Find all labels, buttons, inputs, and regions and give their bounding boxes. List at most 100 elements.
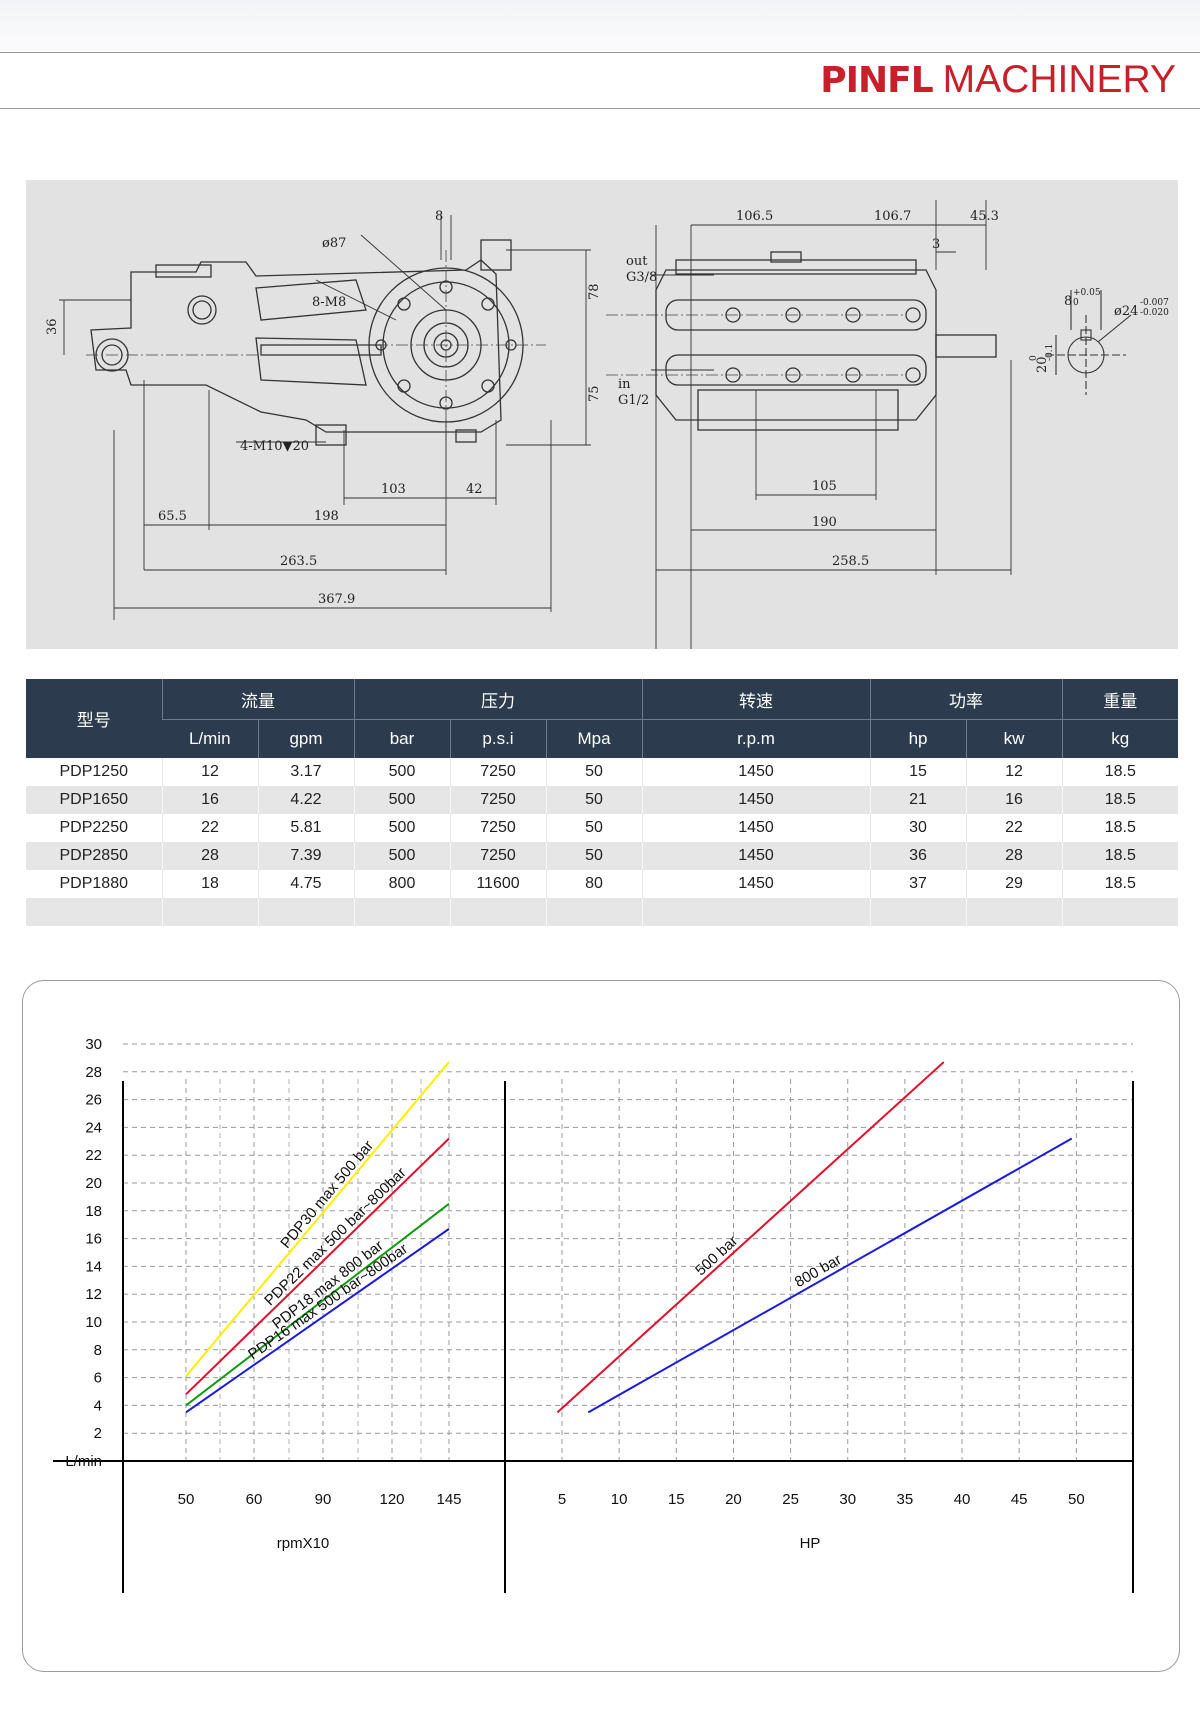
- dim-label: 8: [1064, 294, 1072, 309]
- dim-label: 198: [314, 509, 339, 524]
- table-cell: 1450: [641, 842, 871, 870]
- x-axis-label: rpmX10: [277, 1535, 330, 1552]
- table-cell: 11600: [449, 870, 546, 898]
- dim-label: 4-M10▼20: [240, 439, 309, 454]
- series-line: [587, 1137, 1073, 1414]
- dim-label: 8: [435, 209, 443, 224]
- table-cell: 50: [545, 758, 643, 786]
- x-tick-label: 145: [436, 1491, 461, 1508]
- dim-label: 190: [812, 515, 837, 530]
- table-cell: [257, 898, 354, 926]
- table-cell: 18.5: [1061, 870, 1179, 898]
- col-model: 型号: [26, 679, 162, 758]
- y-tick-label: 18: [85, 1203, 102, 1220]
- brand-logo-mark: PINFL: [820, 60, 933, 101]
- table-cell: 7250: [449, 814, 546, 842]
- y-tick-label: 12: [85, 1286, 102, 1303]
- table-cell: 15: [869, 758, 967, 786]
- x-tick-label: 45: [1011, 1491, 1028, 1508]
- dim-label: ø24: [1114, 304, 1138, 319]
- table-cell: [353, 898, 450, 926]
- series-line: [556, 1061, 945, 1414]
- y-tick-label: 10: [85, 1314, 102, 1331]
- y-tick-label: 20: [85, 1175, 102, 1192]
- table-cell: 7250: [449, 758, 546, 786]
- table-cell: 28: [161, 842, 258, 870]
- dim-label: 0: [1029, 355, 1039, 361]
- dim-label: 8-M8: [312, 295, 346, 310]
- unit-header: p.s.i: [449, 719, 546, 758]
- spec-table: 型号 流量 压力 转速 功率 重量 L/min gpm bar p.s.i Mp…: [26, 679, 1179, 926]
- unit-header: L/min: [162, 719, 258, 758]
- y-tick-label: 14: [85, 1258, 102, 1275]
- y-tick-label: 24: [85, 1119, 102, 1136]
- y-tick-label: 22: [85, 1147, 102, 1164]
- table-cell: 50: [545, 786, 643, 814]
- technical-drawing: ø87 8 8-M8 78 36 75 4-M10▼20 103 42 65.5…: [26, 180, 1178, 649]
- y-axis-label: L/min: [65, 1453, 102, 1470]
- model-cell: PDP2250: [59, 819, 129, 836]
- model-cell: PDP2850: [26, 842, 162, 870]
- dim-label: 258.5: [832, 554, 869, 569]
- col-power: 功率: [869, 679, 1063, 720]
- table-cell: 4.22: [257, 786, 354, 814]
- dim-label: ø87: [322, 236, 346, 251]
- table-cell: 16: [965, 786, 1063, 814]
- table-cell: [869, 898, 967, 926]
- table-cell: 3.17: [257, 758, 354, 786]
- table-cell: 500: [353, 814, 450, 842]
- brand-name: MACHINERY: [942, 58, 1176, 101]
- dim-label: -0.1: [1045, 344, 1055, 361]
- table-cell: 1450: [641, 786, 871, 814]
- x-tick-label: 90: [315, 1491, 332, 1508]
- series-line: [185, 1228, 450, 1414]
- table-cell: 800: [353, 870, 450, 898]
- table-cell: 7.39: [257, 842, 354, 870]
- col-flow: 流量: [161, 679, 354, 720]
- table-cell: 22: [161, 814, 258, 842]
- table-cell: 1450: [641, 870, 871, 898]
- col-speed: 转速: [641, 679, 871, 720]
- table-cell: 36: [869, 842, 967, 870]
- unit-header: bar: [353, 719, 450, 758]
- series-line: [185, 1137, 450, 1395]
- front-view-body: [655, 251, 997, 431]
- unit-header: r.p.m: [641, 719, 871, 758]
- side-view-body: [90, 239, 524, 446]
- table-cell: 22: [965, 814, 1063, 842]
- dim-label: -0.020: [1140, 308, 1169, 318]
- y-tick-label: 4: [94, 1397, 102, 1414]
- top-band: [0, 0, 1200, 52]
- dim-label: 367.9: [318, 592, 355, 607]
- x-tick-label: 30: [839, 1491, 856, 1508]
- dim-label: 65.5: [158, 509, 187, 524]
- y-tick-label: 6: [94, 1370, 102, 1387]
- dim-label: 3: [932, 237, 940, 252]
- series-line: [185, 1061, 450, 1377]
- table-cell: 500: [353, 786, 450, 814]
- table-cell: 18.5: [1061, 786, 1179, 814]
- table-cell: 18.5: [1061, 758, 1179, 786]
- y-tick-label: 30: [85, 1036, 102, 1053]
- table-cell: [449, 898, 546, 926]
- unit-header: kg: [1061, 719, 1179, 758]
- x-tick-label: 20: [725, 1491, 742, 1508]
- table-cell: 12: [965, 758, 1063, 786]
- dim-label: 106.5: [736, 209, 773, 224]
- table-cell: 37: [869, 870, 967, 898]
- table-cell: 21: [869, 786, 967, 814]
- table-cell: 18.5: [1061, 842, 1179, 870]
- drawing-svg: ø87 8 8-M8 78 36 75 4-M10▼20 103 42 65.5…: [45, 200, 1169, 649]
- dim-label: 106.7: [874, 209, 911, 224]
- header-rule-top: [0, 52, 1200, 53]
- dim-label: 75: [587, 385, 602, 402]
- dim-label: G1/2: [618, 393, 649, 408]
- y-tick-label: 2: [94, 1425, 102, 1442]
- table-cell: [965, 898, 1063, 926]
- y-tick-label: 26: [85, 1092, 102, 1109]
